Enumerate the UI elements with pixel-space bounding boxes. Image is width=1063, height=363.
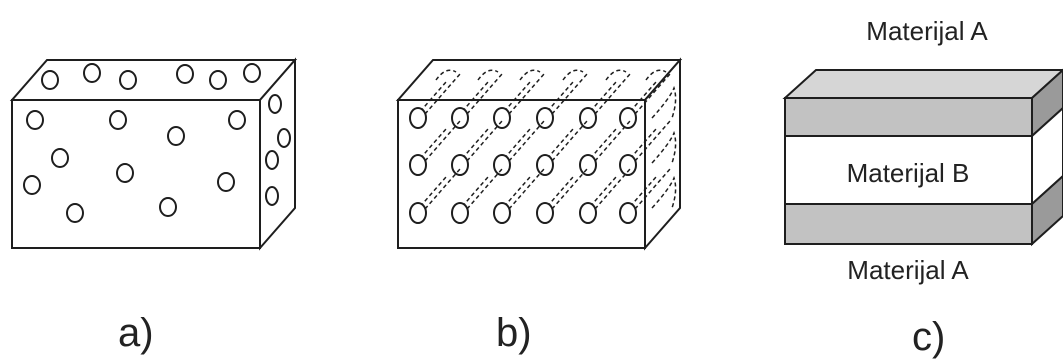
fiber-end — [536, 107, 554, 129]
label-material-a-bottom: Materijal A — [847, 255, 969, 285]
particle — [83, 63, 101, 83]
particle — [109, 110, 127, 130]
panel-a-particles — [23, 63, 291, 223]
particle — [159, 197, 177, 217]
fiber-end — [619, 202, 637, 224]
fiber-top-arc — [477, 69, 499, 81]
fiber-end — [451, 202, 469, 224]
fiber-side-trace — [651, 175, 677, 209]
particle — [23, 175, 41, 195]
fiber-end — [536, 202, 554, 224]
block-a-front-face — [11, 99, 261, 249]
fiber-end — [579, 107, 597, 129]
fiber-top-arc — [519, 69, 541, 81]
fiber-top-arc — [645, 69, 667, 81]
particle — [277, 128, 291, 148]
fiber-end — [493, 154, 511, 176]
particle — [116, 163, 134, 183]
panel-b-fibers — [409, 69, 677, 224]
fiber-trace — [508, 73, 545, 115]
layer-bottom-side — [1031, 174, 1063, 247]
particle — [217, 172, 235, 192]
panel-a-particle-block — [9, 57, 298, 251]
fiber-end — [409, 107, 427, 129]
fiber-trace — [594, 168, 631, 210]
fiber-trace — [424, 73, 461, 115]
block-b-front-face — [397, 99, 646, 249]
caption-b: b) — [496, 311, 532, 355]
fiber-trace — [551, 168, 588, 210]
particle — [268, 94, 282, 114]
fiber-trace — [634, 120, 671, 162]
layer-top-side — [1031, 68, 1063, 139]
particle — [51, 148, 69, 168]
fiber-end — [493, 107, 511, 129]
fiber-trace — [634, 168, 671, 210]
fiber-top-arc — [435, 69, 457, 81]
fiber-trace — [634, 73, 671, 115]
particle — [265, 186, 279, 206]
fiber-end — [536, 154, 554, 176]
layer-top-top-face — [782, 69, 1063, 99]
fiber-trace — [466, 73, 503, 115]
particle — [26, 110, 44, 130]
fiber-end — [493, 202, 511, 224]
particle — [119, 70, 137, 90]
label-material-b: Materijal B — [847, 158, 970, 188]
fiber-trace — [508, 168, 545, 210]
fiber-trace — [508, 120, 545, 162]
fiber-end — [451, 107, 469, 129]
particle — [176, 64, 194, 84]
particle — [265, 150, 279, 170]
fiber-end — [619, 154, 637, 176]
fiber-top-arc — [605, 69, 627, 81]
particle — [209, 70, 227, 90]
layer-bottom-front — [784, 203, 1033, 245]
fiber-trace — [466, 168, 503, 210]
caption-a: a) — [118, 311, 154, 355]
fiber-trace — [594, 73, 631, 115]
fiber-trace — [551, 73, 588, 115]
layer-top-front — [784, 97, 1033, 137]
fiber-end — [579, 202, 597, 224]
fiber-end — [409, 202, 427, 224]
fiber-trace — [466, 120, 503, 162]
block-a-top-face — [9, 59, 298, 101]
particle — [228, 110, 246, 130]
fiber-trace — [551, 120, 588, 162]
fiber-end — [579, 154, 597, 176]
fiber-end — [451, 154, 469, 176]
panel-c-laminate — [782, 68, 1063, 247]
fiber-end — [409, 154, 427, 176]
particle — [243, 63, 261, 83]
fiber-trace — [594, 120, 631, 162]
particle — [66, 203, 84, 223]
particle — [167, 126, 185, 146]
fiber-end — [619, 107, 637, 129]
fiber-trace — [424, 120, 461, 162]
caption-c: c) — [912, 315, 945, 359]
fiber-side-trace — [651, 130, 677, 164]
layer-middle-side — [1031, 106, 1063, 207]
fiber-side-trace — [651, 85, 677, 119]
layer-middle-front — [784, 135, 1033, 205]
label-material-a-top: Materijal A — [866, 16, 988, 46]
particle — [41, 70, 59, 90]
fiber-trace — [424, 168, 461, 210]
fiber-top-arc — [562, 69, 584, 81]
